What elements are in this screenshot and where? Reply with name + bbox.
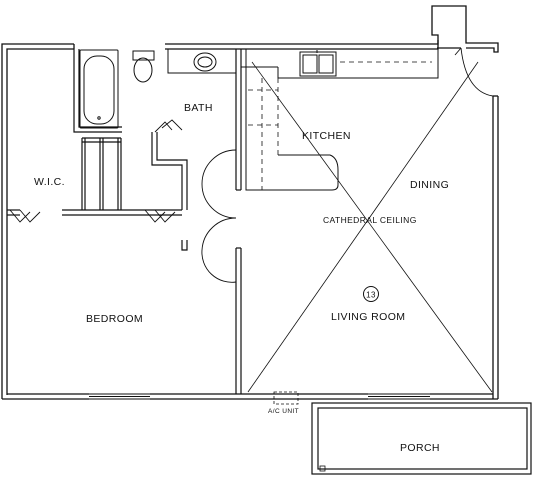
dining-label: DINING bbox=[410, 179, 449, 191]
living-room-label: LIVING ROOM bbox=[331, 311, 405, 323]
bath-fixtures bbox=[79, 48, 237, 129]
windows bbox=[89, 393, 430, 400]
cathedral-ceiling-label: CATHEDRAL CEILING bbox=[323, 215, 417, 225]
ac-unit-label: A/C UNIT bbox=[268, 408, 299, 415]
cathedral-ceiling-lines bbox=[247, 61, 493, 393]
porch-label: PORCH bbox=[400, 442, 440, 454]
unit-marker-label: 13 bbox=[366, 291, 376, 300]
bath-label: BATH bbox=[184, 102, 213, 114]
interior-walls bbox=[7, 49, 242, 394]
exterior-walls bbox=[1, 5, 499, 400]
kitchen-dashed-cabinets bbox=[248, 61, 432, 190]
unit-marker-circle bbox=[363, 286, 379, 302]
doors bbox=[9, 47, 494, 283]
kitchen-counters bbox=[241, 49, 439, 191]
bedroom-label: BEDROOM bbox=[86, 313, 143, 325]
kitchen-label: KITCHEN bbox=[302, 130, 351, 142]
wic-label: W.I.C. bbox=[34, 176, 65, 188]
ac-unit-box bbox=[273, 391, 299, 405]
porch bbox=[311, 402, 532, 475]
